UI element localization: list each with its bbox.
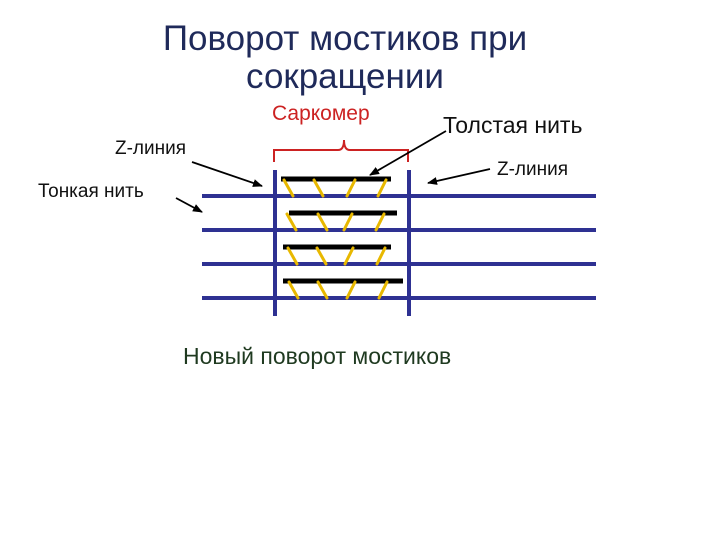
cross-bridge: [286, 246, 299, 266]
cross-bridge: [315, 246, 328, 266]
cross-bridges: [282, 178, 389, 300]
z-line-left-label: Z-линия: [115, 138, 187, 159]
cross-bridge: [342, 212, 354, 232]
cross-bridge: [343, 246, 355, 266]
cross-bridge: [316, 280, 329, 300]
arrow-z-line-right: [427, 168, 491, 185]
sarcomere-bracket: [273, 139, 409, 162]
sarcomere-label: Саркомер: [272, 102, 370, 125]
cross-bridge: [345, 280, 357, 300]
cross-bridge: [374, 212, 386, 232]
title-line-2: сокращении: [246, 57, 444, 96]
arrow-thin-filament: [175, 197, 203, 213]
diagram-caption: Новый поворот мостиков: [183, 343, 452, 369]
cross-bridge: [287, 280, 300, 300]
page-title: Поворот мостиков при сокращении: [110, 20, 580, 96]
arrow-z-line-left: [191, 161, 263, 187]
z-line-right-label: Z-линия: [497, 159, 569, 180]
cross-bridge: [316, 212, 329, 232]
arrow-thick-filament: [369, 130, 447, 176]
cross-bridge: [282, 178, 295, 198]
thick-filaments: [281, 176, 403, 284]
cross-bridge: [377, 280, 389, 300]
thin-filament-label: Тонкая нить: [38, 181, 144, 202]
cross-bridge: [375, 246, 387, 266]
cross-bridge: [285, 212, 298, 232]
title-line-1: Поворот мостиков при: [162, 19, 528, 58]
cross-bridge: [376, 178, 388, 198]
thick-filament-label: Толстая нить: [443, 112, 583, 138]
thin-filaments: [202, 194, 596, 300]
cross-bridge: [312, 178, 325, 198]
cross-bridge: [345, 178, 357, 198]
